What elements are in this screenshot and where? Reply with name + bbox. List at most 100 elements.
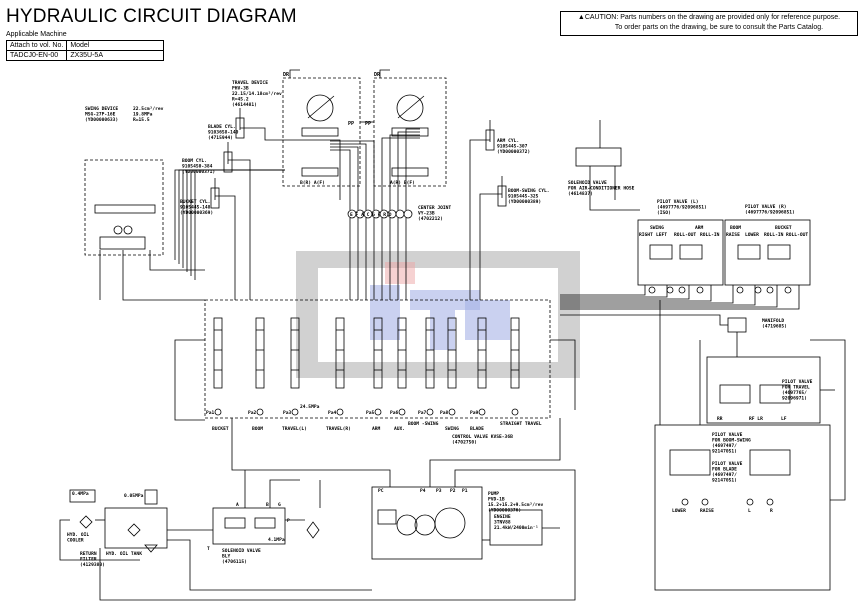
counterbalance-valve (301, 167, 339, 177)
pilot-boom-swing-label: 92147051) (712, 449, 737, 455)
pump-port-label: P3 (436, 488, 442, 494)
pilot-port-label: LEFT (656, 232, 667, 238)
section-label: ARM (372, 426, 381, 432)
engine-label: 21.4kW/2400min⁻¹ (494, 525, 538, 531)
hydraulic-line (269, 479, 300, 508)
section-label: BOOM (252, 426, 263, 432)
boom-cyl-label: (YD00000371) (182, 169, 215, 175)
travel-motor-icon (306, 94, 334, 122)
control-valve-label: CONTROL VALVE KVSE-36B (452, 434, 513, 440)
return-filter-icon (127, 523, 141, 537)
hydraulic-line (560, 285, 646, 296)
section-label: STRAIGHT TRAVEL (500, 421, 542, 427)
caution-line: To order parts on the drawing, be sure t… (614, 24, 824, 31)
hydraulic-line (810, 339, 846, 501)
hydraulic-line (379, 69, 390, 78)
oil-cooler-label: HYD. OIL (67, 532, 89, 538)
pilot-port (696, 286, 704, 294)
travel-ports-right: A(R) B(F) (390, 180, 415, 186)
travel-brake-valve (391, 127, 429, 137)
swing-device-label: SWING DEVICE (85, 106, 118, 112)
bucket-cyl-label: 9105445-148 (180, 205, 211, 211)
caution-line: ▲CAUTION: Parts numbers on the drawing a… (577, 14, 841, 21)
pilot-blade-label: PILOT VALVE (712, 461, 743, 467)
section-port-label: Pa8 (440, 410, 449, 416)
caution-box: ▲CAUTION: Parts numbers on the drawing a… (560, 11, 858, 36)
pilot-port (256, 408, 264, 416)
center-joint-label: (4702212) (418, 216, 443, 222)
pilot-travel-label: FOR TRAVEL (782, 385, 810, 391)
pilot-valve-left-label: (ISO) (657, 210, 671, 216)
section-label: TRAVEL(L) (282, 426, 307, 432)
boom-cyl-label: BOOM CYL. (182, 158, 207, 164)
tank-check-valve (144, 489, 158, 505)
pilot-valve-element (669, 449, 711, 476)
pilot-valve-right-label: (4697776/92096851) (745, 210, 795, 216)
lower-pilot-box (654, 424, 831, 591)
solenoid-port-label: T (207, 546, 210, 552)
drain-label: DR (283, 72, 290, 78)
motor-swash-line (397, 95, 425, 119)
hydraulic-line (149, 250, 205, 271)
pilot-valve-left-label: (4697776/92096851) (657, 205, 707, 211)
pilot-port-label: ROLL-IN (700, 232, 720, 238)
pilot-valve-travel-element (759, 384, 791, 404)
swing-spec-label: 22.5cm³/rev (133, 106, 164, 112)
pilot-valve-left-label: PILOT VALVE (L) (657, 199, 699, 205)
center-joint-port (395, 209, 405, 219)
pump-label: 15.2+15.2+9.5cm³/rev (488, 502, 544, 508)
tank-strainer-icon (144, 544, 158, 553)
pump-port-label: PC (378, 488, 384, 494)
solenoid-spool (254, 517, 276, 529)
hyd-oil-tank (104, 507, 168, 549)
hydraulic-line (550, 339, 576, 410)
return-filter-label: (4129380) (80, 562, 105, 568)
swing-spec-label: 19.8MPa (133, 112, 153, 118)
pilot-travel-port: LF (781, 416, 787, 422)
pilot-port-label: ROLL-IN (764, 232, 784, 238)
center-joint-label: VY-23B (418, 211, 435, 217)
control-valve-box (204, 299, 551, 419)
section-port-label: Pa4 (328, 410, 337, 416)
pump-port-label: P1 (462, 488, 468, 494)
table-cell: TADCJ0-EN-00 (5, 50, 68, 61)
pilot-group-label: BOOM (730, 225, 741, 231)
pilot-blade-label: FOR BLADE (712, 467, 737, 473)
hydraulic-line (99, 469, 576, 601)
ac-solenoid-valve (575, 147, 622, 167)
swing-device-box (84, 159, 164, 256)
page-title: HYDRAULIC CIRCUIT DIAGRAM (6, 6, 297, 27)
boom-swing-cyl-label: BOOM-SWING CYL. (508, 188, 550, 194)
pilot-port (746, 498, 754, 506)
tank-label: HYD. OIL TANK (106, 551, 142, 557)
ac-solenoid-label: SOLENOID VALVE (568, 180, 607, 186)
pilot-port-label: ROLL-OUT (674, 232, 696, 238)
travel-device-label: 22.15/14.18cm³/rev (232, 91, 282, 97)
pilot-port (701, 498, 709, 506)
manifold-label: (4719685) (762, 324, 787, 330)
hydraulic-line (59, 519, 140, 561)
oil-cooler-icon (79, 515, 93, 529)
control-valve-spool (255, 317, 265, 389)
pilot-port (426, 408, 434, 416)
solenoid-valve-label: BLY (222, 554, 231, 560)
section-port-label: Pa5 (366, 410, 375, 416)
hydraulic-line (405, 128, 420, 210)
solenoid-port-label: P (287, 518, 290, 524)
swing-motor-icon (123, 225, 133, 235)
hydraulic-lines (59, 69, 846, 601)
pilot-port (448, 408, 456, 416)
pilot-blade-port: LOWER (672, 508, 686, 514)
pilot-port (511, 408, 519, 416)
hydraulic-line (560, 285, 690, 300)
pilot-blade-label: 92147051) (712, 478, 737, 484)
pump-gear-icon (396, 514, 418, 536)
pilot-valve-right-box (724, 219, 811, 286)
pilot-port (784, 286, 792, 294)
hydraulic-line (560, 285, 778, 308)
swing-brake (94, 204, 156, 214)
pilot-boom-swing-port: L (748, 508, 751, 514)
oil-cooler-label: COOLER (67, 538, 84, 544)
solenoid-valve-box (212, 507, 286, 545)
